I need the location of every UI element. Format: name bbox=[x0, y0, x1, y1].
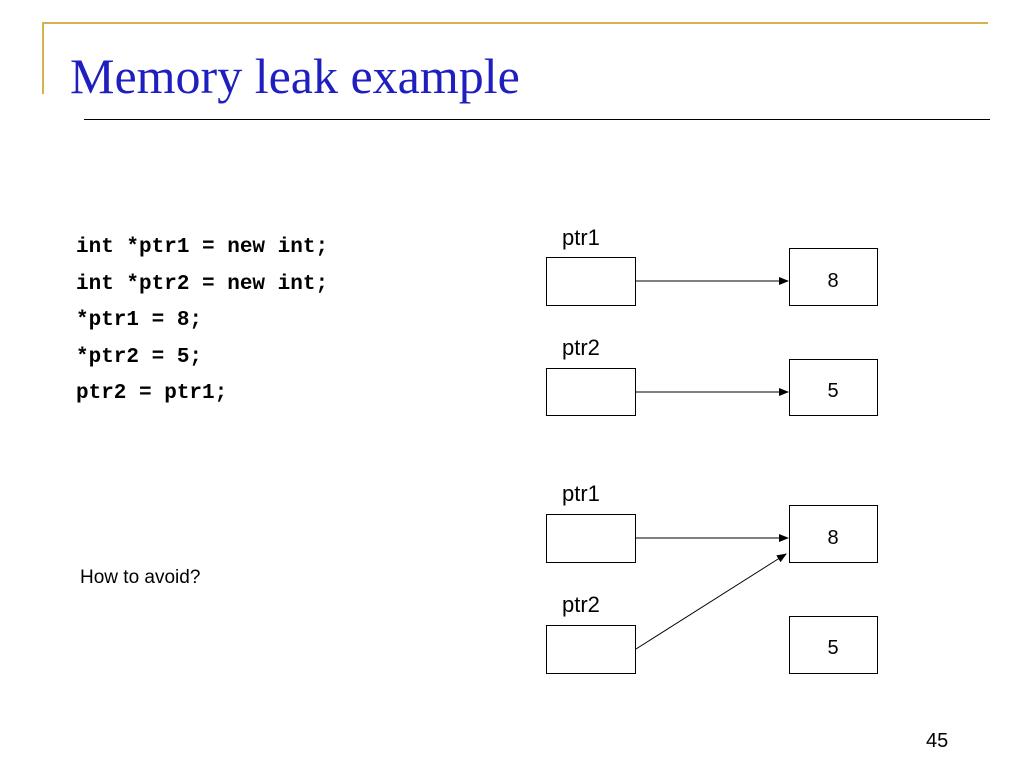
code-line: *ptr1 = 8; bbox=[76, 309, 203, 332]
ptr2-box bbox=[546, 368, 636, 416]
code-line: int *ptr2 = new int; bbox=[76, 272, 329, 296]
ptr1-label: ptr1 bbox=[562, 225, 600, 250]
ptr1-label: ptr1 bbox=[562, 481, 600, 506]
slide-frame-left-border bbox=[42, 22, 44, 94]
title-underline bbox=[84, 119, 990, 120]
value-box-5 bbox=[789, 359, 878, 416]
page-number: 45 bbox=[926, 730, 949, 752]
slide-frame-top-border bbox=[42, 22, 988, 24]
before-assignment-diagram: ptr1 8 ptr2 5 bbox=[546, 225, 878, 416]
ptr2-label: ptr2 bbox=[562, 592, 600, 617]
value-8-text: 8 bbox=[827, 270, 838, 292]
orphaned-value-box-5 bbox=[789, 616, 878, 674]
how-to-avoid-question: How to avoid? bbox=[80, 567, 201, 588]
code-line: ptr2 = ptr1; bbox=[76, 382, 228, 405]
ptr1-box bbox=[546, 514, 636, 563]
value-box-8 bbox=[789, 505, 878, 563]
ptr2-box bbox=[546, 625, 636, 674]
code-line: int *ptr1 = new int; bbox=[76, 236, 329, 259]
value-5-text: 5 bbox=[827, 380, 838, 402]
ptr1-box bbox=[546, 257, 636, 306]
code-line: *ptr2 = 5; bbox=[76, 345, 203, 369]
value-8-text: 8 bbox=[827, 527, 838, 549]
ptr2-label: ptr2 bbox=[562, 335, 600, 360]
value-box-8 bbox=[789, 248, 878, 306]
slide-title: Memory leak example bbox=[70, 48, 520, 104]
ptr2-to-8-arrow bbox=[635, 553, 787, 650]
orphaned-value-5-text: 5 bbox=[827, 637, 838, 659]
code-block: int *ptr1 = new int; int *ptr2 = new int… bbox=[76, 230, 328, 413]
after-assignment-diagram: ptr1 8 ptr2 5 bbox=[546, 481, 878, 674]
